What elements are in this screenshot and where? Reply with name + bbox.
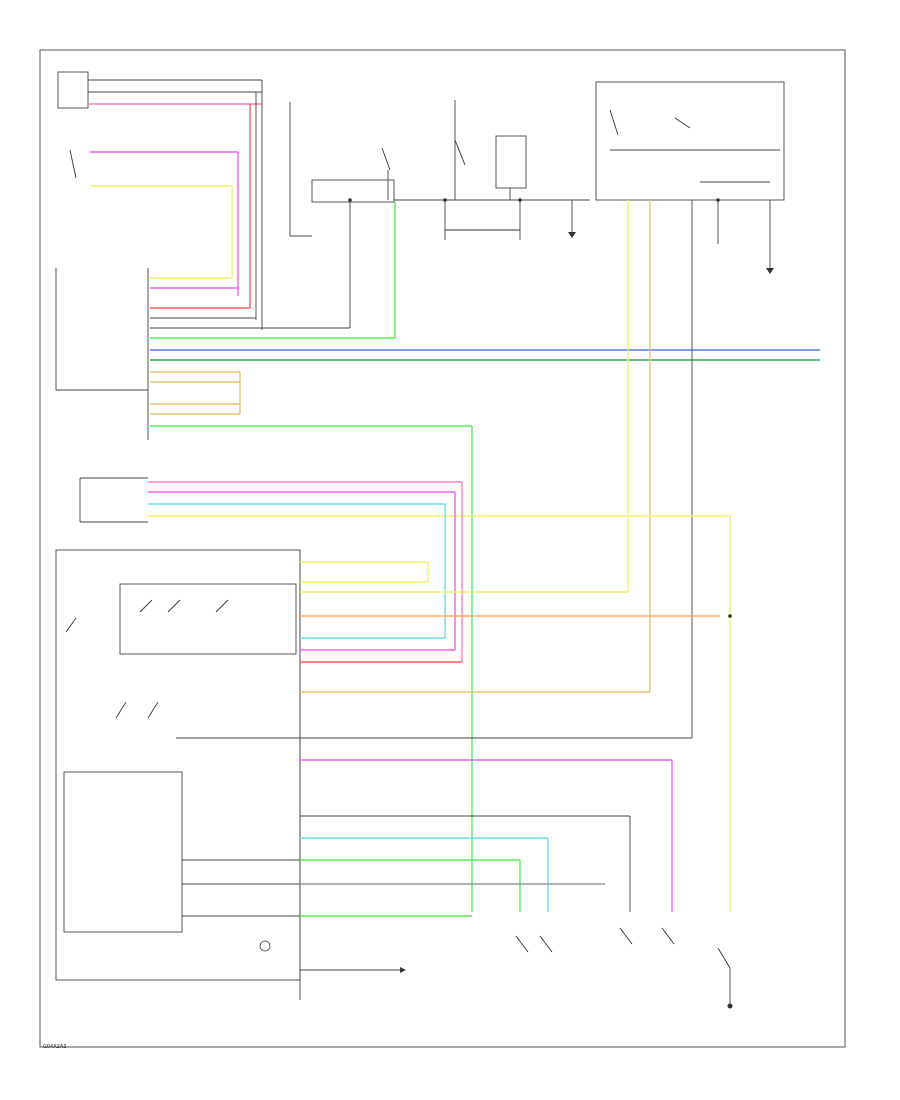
ground-icon (766, 268, 774, 274)
switch-icon (215, 599, 229, 613)
control-module-box (595, 81, 785, 201)
illumination-icon (259, 940, 271, 952)
switch-icon (381, 147, 391, 171)
splice-dot-icon (518, 198, 522, 202)
switch-icon (65, 617, 77, 633)
module-internal-box (63, 771, 183, 933)
splice-dot-icon (348, 198, 352, 202)
switch-icon (539, 935, 553, 953)
top-connector-block (311, 179, 395, 203)
switch-icon (609, 109, 619, 136)
cruise-switch-group (119, 583, 297, 655)
splice-dot-icon (727, 1003, 733, 1009)
switch-icon (167, 599, 181, 613)
connector-arrow-icon (400, 967, 406, 973)
relay-box (495, 135, 527, 189)
footer-code: G04A2A3 (43, 1044, 66, 1050)
switch-icon (147, 701, 159, 719)
sensor-box (57, 71, 89, 109)
splice-dot-icon (716, 198, 720, 202)
switch-icon (139, 599, 153, 613)
switch-icon (515, 935, 529, 953)
switch-icon (619, 927, 633, 945)
ground-icon (568, 232, 576, 238)
splice-dot-icon (728, 614, 732, 618)
switch-icon (69, 149, 77, 179)
switch-icon (661, 927, 675, 945)
switch-icon (454, 139, 466, 166)
switch-icon (674, 117, 691, 129)
splice-dot-icon (443, 198, 447, 202)
switch-icon (115, 701, 127, 719)
switch-icon (717, 947, 731, 969)
cruise-control-module (55, 549, 301, 981)
diagram-frame (39, 49, 846, 1048)
